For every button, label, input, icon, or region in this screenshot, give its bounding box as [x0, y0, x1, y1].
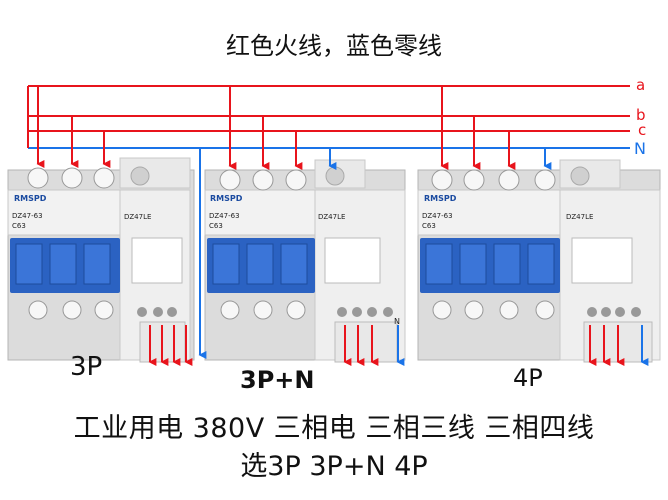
model-label: DZ47LE	[124, 213, 151, 221]
model-label: DZ47-63	[209, 212, 240, 220]
model-label: DZ47-63	[12, 212, 43, 220]
bus-lines: a b c N	[27, 76, 646, 158]
rating-label: C63	[422, 222, 436, 230]
brand-label: RMSPD	[210, 194, 243, 203]
output-n-label: N	[394, 317, 400, 326]
rating-label: C63	[209, 222, 223, 230]
model-label: DZ47-63	[422, 212, 453, 220]
wire-label-b: b	[636, 106, 646, 124]
page-title: 红色火线，蓝色零线	[226, 32, 442, 60]
wire-label-a: a	[636, 76, 645, 94]
model-label: DZ47LE	[318, 213, 345, 221]
rating-label: C63	[12, 222, 26, 230]
model-label: DZ47LE	[566, 213, 593, 221]
input-drops	[36, 86, 552, 359]
wire-label-n: N	[634, 139, 646, 158]
breaker-4p: T RMSPD DZ47-63 C63 DZ47LE	[417, 159, 661, 363]
output-arrows	[148, 325, 649, 366]
wire-label-c: c	[638, 121, 646, 139]
brand-label: RMSPD	[424, 194, 457, 203]
breaker-3p: T RMSPD DZ47-63 C63 DZ47LE	[7, 157, 195, 363]
breaker-label-3p: 3P	[70, 352, 103, 382]
caption-line-2: 选3P 3P+N 4P	[240, 451, 428, 482]
breaker-label-3p-n: 3P+N	[240, 366, 315, 394]
breaker-3p-n: T RMSPD DZ47-63 C63 DZ47LE N	[204, 159, 406, 363]
caption-line-1: 工业用电 380V 三相电 三相三线 三相四线	[73, 413, 595, 444]
breaker-label-4p: 4P	[513, 364, 543, 392]
brand-label: RMSPD	[14, 194, 47, 203]
